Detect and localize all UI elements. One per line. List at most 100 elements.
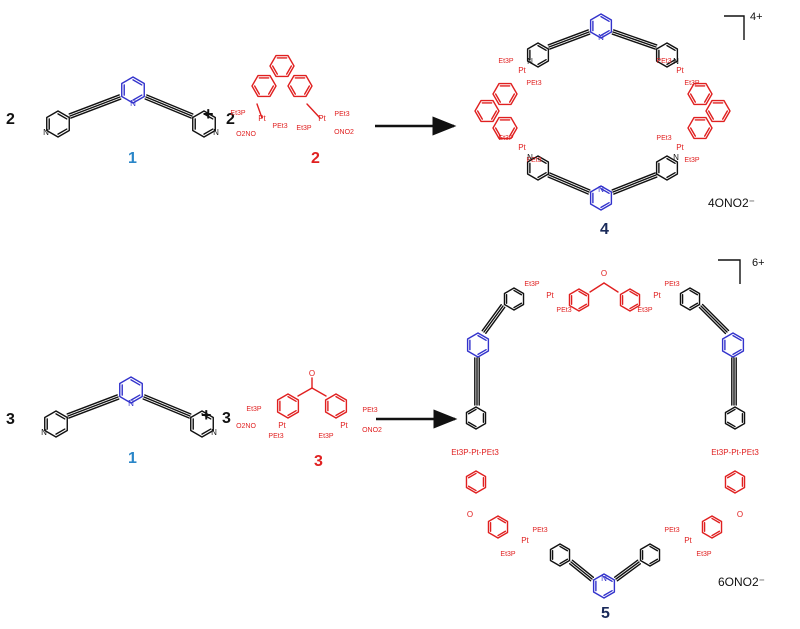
alkyne-bond xyxy=(548,31,590,48)
double-bond xyxy=(55,428,66,435)
alkyne-bond xyxy=(570,561,593,580)
phenanthrene-ring xyxy=(474,99,500,123)
platinum-label: Pt xyxy=(518,143,526,152)
double-bond xyxy=(132,94,143,101)
double-bond xyxy=(537,157,547,165)
alkyne-bond xyxy=(144,394,192,415)
double-bond xyxy=(689,302,699,309)
double-bond xyxy=(508,93,516,103)
alkyne-bond xyxy=(66,394,118,415)
double-bond xyxy=(703,93,711,103)
alkyne-bond xyxy=(483,305,504,333)
bond xyxy=(311,387,327,397)
pyridine-ring xyxy=(526,42,550,68)
double-bond xyxy=(732,348,742,356)
alkyne-bond xyxy=(568,563,592,582)
alkyne-bond xyxy=(547,176,589,195)
alkyne-bond xyxy=(548,174,590,193)
double-bond xyxy=(267,85,275,95)
reaction1-label-metal: 2 xyxy=(311,150,320,167)
alkyne-bond xyxy=(547,29,589,46)
phosphine-label: Et3P-Pt-PEt3 xyxy=(711,448,759,457)
alkyne-bond xyxy=(613,29,658,46)
pyridine-ring xyxy=(465,406,487,430)
nitrogen-label: N xyxy=(213,128,219,137)
double-bond xyxy=(689,289,699,296)
central-pyridine-ring xyxy=(119,376,143,404)
bond xyxy=(603,282,619,293)
phenyl-ring xyxy=(568,288,590,312)
reaction2-product-charge: 6+ xyxy=(752,257,765,269)
reaction1-bracket xyxy=(724,15,745,40)
alkyne-bond xyxy=(571,559,595,578)
reaction1-product-charge: 4+ xyxy=(750,11,763,23)
double-bond xyxy=(600,29,610,37)
double-bond xyxy=(629,290,639,297)
double-bond xyxy=(201,413,212,420)
double-bond xyxy=(494,127,502,137)
double-bond xyxy=(707,110,715,120)
reaction1-product-label: 4 xyxy=(600,221,609,238)
alkyne-bond xyxy=(68,94,120,115)
alkyne-bond xyxy=(700,305,728,333)
central-pyridine-ring xyxy=(721,332,745,358)
double-bond xyxy=(335,409,345,417)
carbonyl-oxygen-label: O xyxy=(309,369,315,378)
bond xyxy=(306,103,321,119)
central-pyridine-ring xyxy=(592,573,616,599)
alkyne-bond xyxy=(68,398,120,419)
double-bond xyxy=(711,517,721,524)
pyridine-ring xyxy=(503,287,525,311)
double-bond xyxy=(726,421,736,428)
double-bond xyxy=(476,110,484,120)
double-bond xyxy=(689,93,697,103)
pyridine-ring xyxy=(526,155,550,181)
double-bond xyxy=(497,530,507,537)
nitrate-label: O2NO xyxy=(236,131,256,138)
phenyl-ring xyxy=(724,470,746,494)
phosphine-label: PEt3 xyxy=(362,407,377,414)
phosphine-label: Et3P xyxy=(696,551,712,558)
double-bond xyxy=(57,128,68,135)
reaction2-coef-metal: 3 xyxy=(222,410,231,427)
double-bond xyxy=(132,79,143,86)
carbonyl-oxygen-label: O xyxy=(467,510,473,519)
alkyne-bond xyxy=(142,398,190,419)
phenanthrene-ring xyxy=(705,99,731,123)
reaction2-label-ligand: 1 xyxy=(128,450,137,467)
double-bond xyxy=(513,289,523,296)
double-bond xyxy=(490,110,498,120)
nitrate-label: O2NO xyxy=(236,423,256,430)
double-bond xyxy=(467,472,477,479)
phosphine-label: Et3P-Pt-PEt3 xyxy=(451,448,499,457)
phosphine-label: Et3P xyxy=(524,281,540,288)
alkyne-bond xyxy=(67,396,119,417)
nitrogen-label: N xyxy=(211,428,217,437)
double-bond xyxy=(57,113,68,120)
product-4-macrocycle: NNPtEt3PPEt3PtPEt3Et3PPtEt3PPEt3PtPEt3Et… xyxy=(474,13,731,211)
phosphine-label: PEt3 xyxy=(664,527,679,534)
double-bond xyxy=(494,93,502,103)
double-bond xyxy=(726,472,736,479)
double-bond xyxy=(726,408,736,415)
alkyne-bond xyxy=(145,96,193,117)
reaction1-plus: + xyxy=(203,104,214,124)
alkyne-bond xyxy=(611,33,656,50)
nitrogen-label: N xyxy=(41,428,47,437)
alkyne-bond xyxy=(69,96,121,117)
platinum-label: Pt xyxy=(318,114,326,123)
double-bond xyxy=(721,110,729,120)
alkyne-bond xyxy=(698,306,727,335)
phenanthrene-ring xyxy=(251,74,277,98)
platinum-label: Pt xyxy=(676,66,684,75)
nitrogen-label: N xyxy=(130,99,136,108)
double-bond xyxy=(603,589,613,597)
double-bond xyxy=(467,421,477,428)
phosphine-label: PEt3 xyxy=(656,58,671,65)
bond xyxy=(256,103,263,119)
central-pyridine-ring xyxy=(589,13,613,39)
alkyne-bond xyxy=(612,31,657,48)
